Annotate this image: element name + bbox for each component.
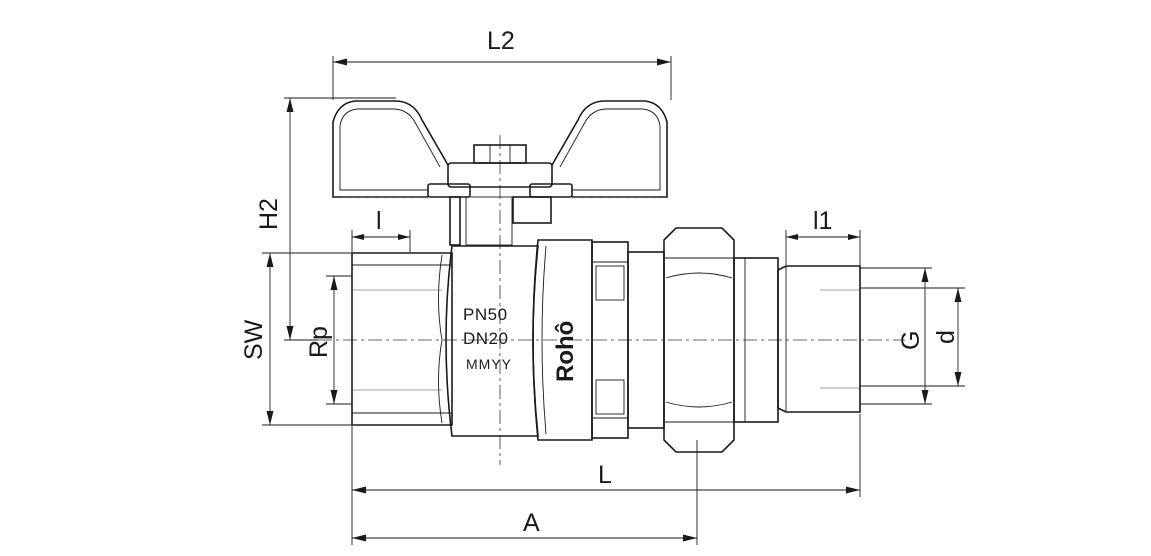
dim-G: G (860, 267, 932, 405)
dim-label-l: l (376, 207, 382, 235)
dim-L: L (351, 414, 861, 545)
nominal-diameter: DN20 (463, 329, 508, 348)
butterfly-handle (332, 100, 668, 246)
dim-label-Rp: Rp (305, 326, 333, 358)
date-code: MMYY (466, 356, 512, 372)
body-marking: PN50 DN20 MMYY Rohô (463, 305, 579, 382)
pressure-rating: PN50 (463, 305, 508, 324)
dim-A: A (352, 440, 698, 545)
center-lines (318, 135, 905, 465)
dim-l: l (351, 207, 411, 252)
dim-label-L2: L2 (487, 27, 515, 55)
dim-L2: L2 (332, 27, 672, 100)
dim-label-L: L (598, 461, 612, 489)
dim-label-H2: H2 (255, 198, 283, 230)
brand-logo: Rohô (552, 321, 579, 382)
dim-l1: l1 (785, 207, 861, 265)
dim-label-d: d (932, 330, 960, 344)
left-threaded-end (351, 252, 453, 426)
valve-body (445, 239, 665, 441)
dim-SW: SW (240, 252, 352, 426)
dim-label-SW: SW (240, 319, 268, 360)
dim-label-A: A (523, 509, 540, 537)
dim-label-G: G (897, 331, 925, 350)
dim-Rp: Rp (305, 275, 352, 405)
right-male-end (777, 265, 861, 413)
dim-H2: H2 (255, 97, 396, 341)
dim-d: d (860, 287, 965, 387)
dim-label-l1: l1 (813, 207, 832, 235)
